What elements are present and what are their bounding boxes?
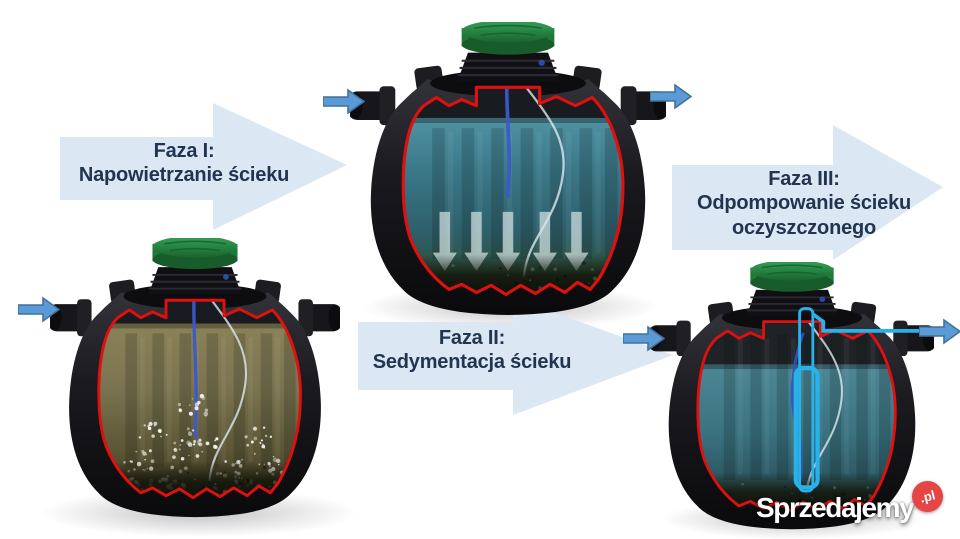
phase-1-label: Faza I: Napowietrzanie ścieku [56, 139, 312, 188]
drop-tube [192, 300, 199, 439]
watermark-brand: Sprzedajemy [756, 492, 915, 523]
inflow-arrow-icon [18, 296, 60, 323]
phase-2-label: Faza II: Sedymentacja ścieku [350, 326, 594, 375]
watermark-tld: .pl [918, 487, 937, 506]
cutaway-phase-1 [98, 300, 301, 498]
cutaway-phase-2 [403, 87, 623, 295]
watermark-pl-badge: .pl [912, 481, 943, 512]
septic-tank-phase-2 [350, 22, 666, 316]
drop-tube [504, 87, 512, 198]
outflow-arrow-icon [650, 83, 692, 110]
hose [510, 87, 565, 278]
phase-3-desc2: oczyszczonego [731, 216, 877, 239]
inflow-arrow-icon [323, 88, 365, 115]
phase-1-title: Faza I: [153, 140, 215, 162]
phase-1-desc: Napowietrzanie ścieku [78, 164, 290, 187]
outflow-arrow-icon [919, 318, 960, 345]
tank-ribs [723, 334, 896, 480]
phase-2-title: Faza II: [438, 327, 506, 349]
septic-tank-phase-3 [650, 262, 934, 531]
phase-3-desc: Odpompowanie ścieku [696, 192, 912, 215]
phase-2-desc: Sedymentacja ścieku [372, 351, 572, 374]
septic-tank-phase-1 [50, 238, 340, 519]
inflow-arrow-icon [623, 325, 665, 352]
hose [197, 300, 248, 482]
phase-3-title: Faza III: [768, 168, 840, 190]
watermark: Sprzedajemy .pl [756, 481, 956, 536]
outlet-pipe-highlight [793, 307, 934, 493]
phase-3-label: Faza III: Odpompowanie ścieku oczyszczon… [676, 167, 932, 240]
